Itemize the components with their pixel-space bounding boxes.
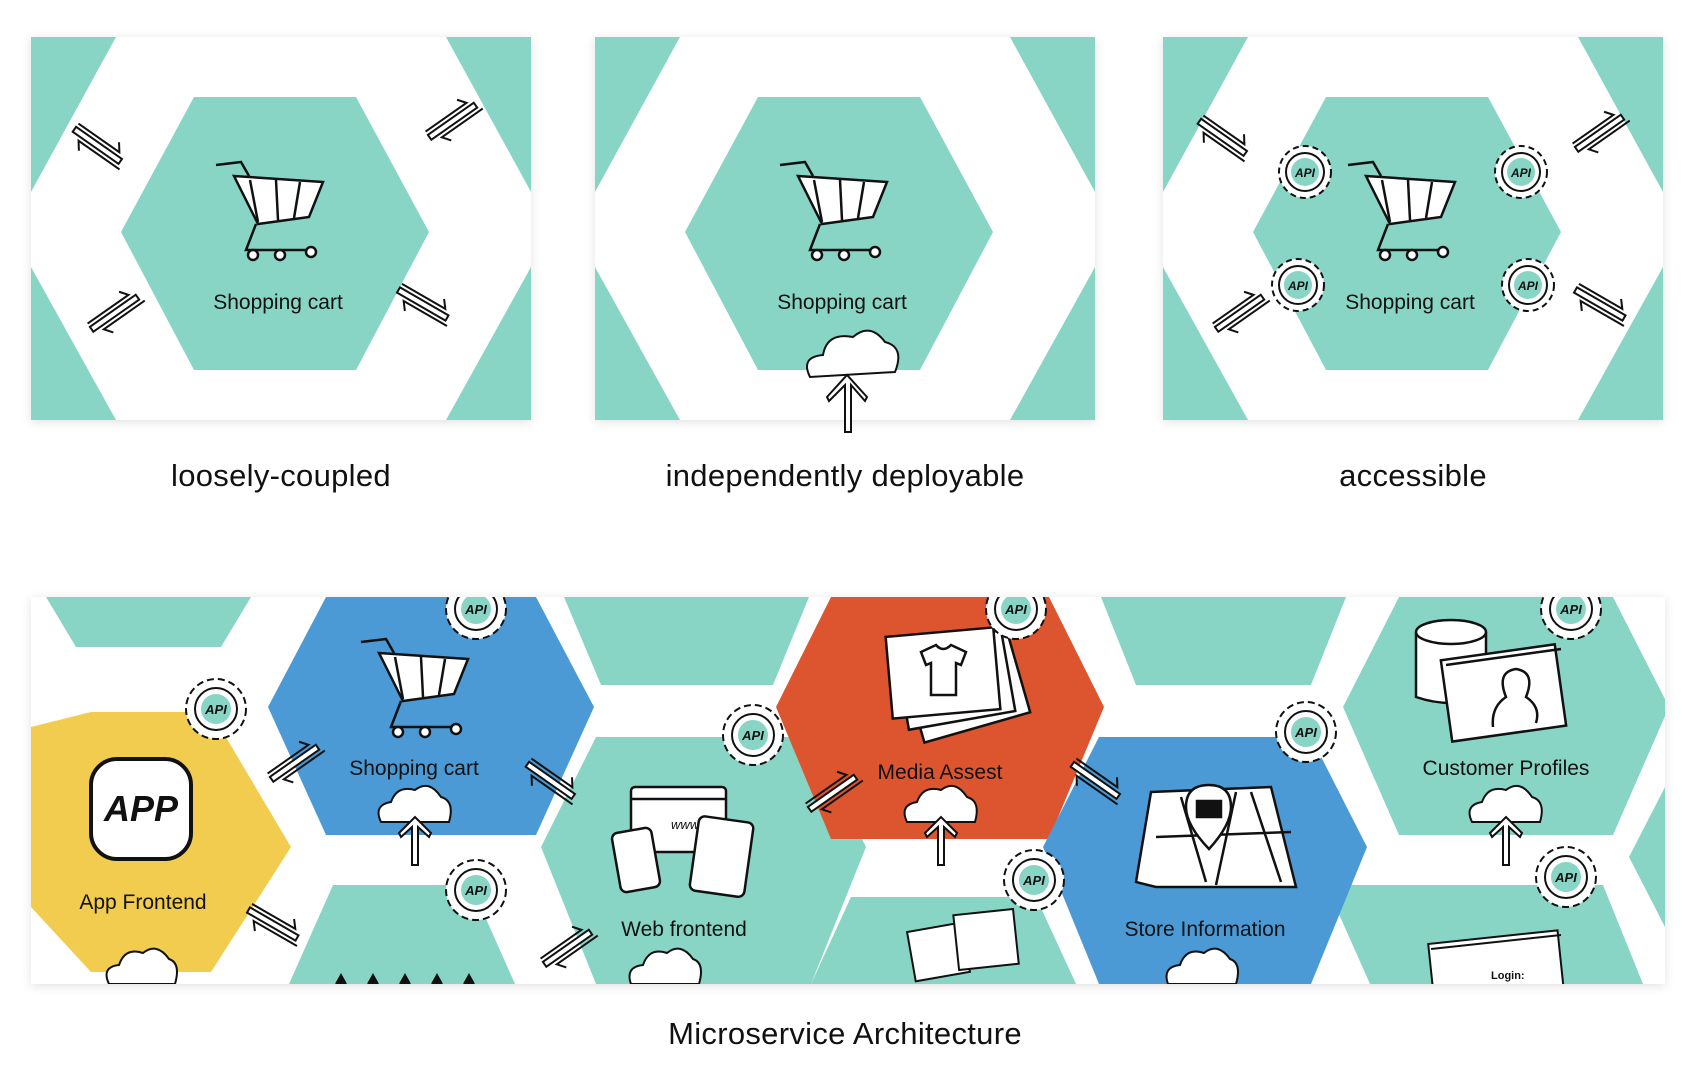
panel-independently-deployable: Shopping cart (595, 37, 1095, 433)
api-badge-label: API (1559, 602, 1582, 617)
cloud-icon (1165, 947, 1239, 984)
cloud-icon (105, 947, 178, 984)
caption-accessible: accessible (1339, 458, 1487, 493)
cloud-upload-icon (377, 784, 452, 866)
api-gear-icon: API (1003, 849, 1065, 911)
caption-microservice-architecture: Microservice Architecture (668, 1016, 1022, 1051)
api-badge-label: API (1554, 870, 1577, 885)
media-assets-label: Media Assest (878, 761, 1003, 784)
microservice-architecture-panel: APP App Frontend Shopping cart (31, 597, 1665, 984)
web-frontend-service: www Web frontend (541, 737, 866, 984)
web-frontend-label: Web frontend (621, 918, 747, 941)
photos-icon (884, 626, 1032, 745)
api-gear-icon: API (185, 678, 247, 740)
api-badge-label: API (1510, 166, 1532, 180)
store-information-service: Store Information (1043, 737, 1367, 984)
shopping-cart-icon (1347, 160, 1457, 262)
devices-icon: www (610, 785, 755, 899)
svg-text:www: www (671, 817, 701, 832)
hex-label: Shopping cart (777, 291, 907, 314)
api-badge-label: API (464, 883, 487, 898)
shopping-cart-icon (779, 160, 889, 262)
api-badge-label: API (1022, 873, 1045, 888)
caption-independently-deployable: independently deployable (665, 458, 1025, 493)
api-badge-label: API (1294, 725, 1317, 740)
partial-rating-service (335, 972, 475, 984)
service-hexagon (121, 97, 429, 370)
api-gear-icon: API (445, 859, 507, 921)
background-hexagons (31, 37, 531, 420)
shopping-cart-service: Shopping cart (268, 597, 594, 866)
api-badge-label: API (1294, 166, 1316, 180)
cloud-upload-icon (1468, 784, 1543, 866)
shopping-cart-label: Shopping cart (349, 757, 479, 780)
partial-login-service: Login: (1427, 929, 1565, 984)
api-gear-icons: API API API API (1271, 145, 1555, 312)
api-gear-icon: API (1535, 846, 1597, 908)
cloud-icon (628, 947, 702, 984)
background-hexagons (595, 37, 1095, 420)
customer-profiles-service: Customer Profiles (1343, 597, 1665, 866)
hex-label: Shopping cart (1345, 291, 1475, 314)
app-frontend-label: App Frontend (79, 891, 206, 914)
cloud-upload-icon (806, 329, 900, 433)
partial-inventory-service (811, 897, 1076, 984)
api-gear-icon: API (1540, 597, 1602, 640)
arrows-icon (1196, 110, 1631, 334)
shopping-cart-icon (360, 637, 470, 739)
caption-loosely-coupled: loosely-coupled (171, 458, 391, 493)
cloud-upload-icon (903, 784, 978, 866)
map-icon (1134, 783, 1298, 889)
api-badge-label: API (741, 728, 764, 743)
api-gear-icon: API (445, 597, 507, 640)
customer-profiles-label: Customer Profiles (1423, 757, 1590, 780)
communication-arrows (245, 740, 1122, 969)
api-badge-label: API (1287, 279, 1309, 293)
api-gear-icon: API (722, 704, 784, 766)
svg-text:APP: APP (103, 788, 179, 829)
arrows-icon (71, 98, 484, 334)
store-information-label: Store Information (1124, 918, 1285, 941)
profile-icon (1414, 618, 1568, 743)
service-hexagon (1253, 97, 1561, 370)
app-icon: APP (89, 757, 193, 861)
media-assets-service: Media Assest (776, 597, 1104, 866)
panel-accessible: Shopping cart API API API (1163, 37, 1663, 420)
app-frontend-service: APP App Frontend (31, 712, 291, 984)
api-badge-label: API (204, 702, 227, 717)
service-hexagon (685, 97, 993, 370)
panel-loosely-coupled: Shopping cart (31, 37, 531, 420)
api-badge-label: API (1517, 279, 1539, 293)
api-gear-icons: API API API API API API API API API (185, 597, 1602, 921)
api-badge-label: API (1004, 602, 1027, 617)
login-label: Login: (1491, 970, 1525, 982)
api-badge-label: API (464, 602, 487, 617)
shopping-cart-icon (215, 160, 325, 262)
api-gear-icon: API (1275, 701, 1337, 763)
hex-label: Shopping cart (213, 291, 343, 314)
api-gear-icon: API (985, 597, 1047, 640)
